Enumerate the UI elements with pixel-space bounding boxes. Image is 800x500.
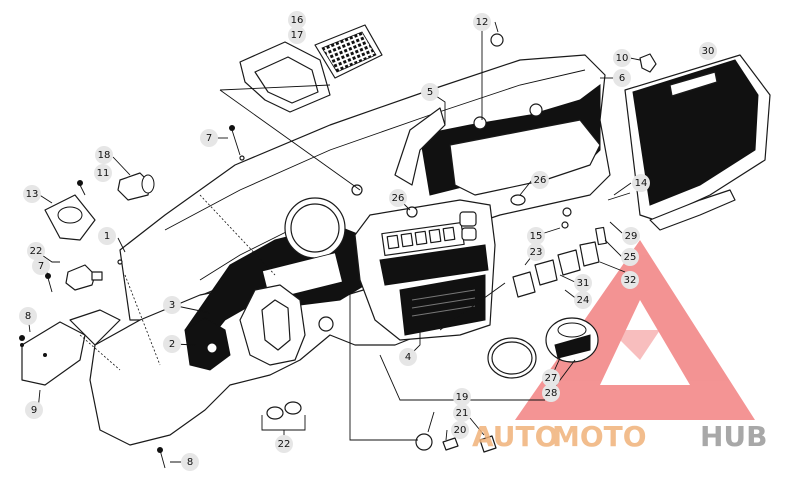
switch-bank [381, 221, 465, 257]
callout-32: 32 [621, 271, 639, 289]
gauge-28 [545, 317, 599, 363]
callout-8b: 8 [181, 453, 199, 471]
svg-text:2: 2 [169, 339, 175, 350]
svg-text:18: 18 [98, 150, 111, 161]
svg-text:32: 32 [624, 275, 637, 286]
callout-5: 5 [421, 83, 439, 101]
callout-7a: 7 [200, 129, 218, 147]
callout-21: 21 [453, 404, 471, 422]
callouts: 16 17 12 10 30 6 5 7 18 11 13 1 22 7 8 9… [19, 11, 717, 471]
watermark-text: AUTO MOTO HUB [472, 420, 768, 453]
svg-text:5: 5 [427, 87, 433, 98]
callout-19: 19 [453, 388, 471, 406]
speaker-grille [314, 24, 383, 79]
bezel-19 [415, 433, 433, 451]
console-label [399, 274, 486, 336]
svg-text:23: 23 [530, 247, 543, 258]
callout-31: 31 [574, 274, 592, 292]
callout-10: 10 [613, 49, 631, 67]
callout-18: 18 [95, 146, 113, 164]
svg-text:22: 22 [278, 439, 291, 450]
svg-text:26: 26 [392, 193, 405, 204]
callout-14: 14 [632, 174, 650, 192]
svg-text:9: 9 [31, 405, 37, 416]
svg-text:16: 16 [291, 15, 304, 26]
glovebox-tray [449, 119, 601, 196]
callout-26b: 26 [389, 189, 407, 207]
svg-text:12: 12 [476, 17, 489, 28]
clip-20 [442, 437, 459, 451]
glovebox-hinge [649, 189, 736, 231]
callout-15: 15 [527, 227, 545, 245]
callout-16: 16 [288, 11, 306, 29]
svg-text:14: 14 [635, 178, 648, 189]
callout-12: 12 [473, 13, 491, 31]
knob-21 [479, 435, 497, 453]
callout-8a: 8 [19, 307, 37, 325]
callout-20: 20 [451, 421, 469, 439]
power-outlet [117, 172, 155, 201]
callout-28: 28 [542, 384, 560, 402]
svg-text:15: 15 [530, 231, 543, 242]
callout-17: 17 [288, 26, 306, 44]
svg-text:19: 19 [456, 392, 469, 403]
svg-text:22: 22 [30, 246, 43, 257]
callout-13: 13 [23, 185, 41, 203]
switches-group [512, 226, 607, 298]
clip-10 [639, 53, 657, 73]
callout-27: 27 [542, 369, 560, 387]
svg-text:6: 6 [619, 73, 625, 84]
callout-24: 24 [574, 291, 592, 309]
glovebox-door [624, 54, 771, 221]
svg-text:HUB: HUB [700, 420, 768, 453]
svg-text:AUTO: AUTO [472, 420, 558, 453]
callout-25: 25 [621, 248, 639, 266]
svg-text:31: 31 [577, 278, 590, 289]
rocker-switch-22 [65, 264, 103, 291]
callout-7b: 7 [32, 257, 50, 275]
knob-pair [266, 401, 302, 420]
svg-text:8: 8 [187, 457, 193, 468]
bracket-9 [21, 321, 86, 386]
watermark-triangle-icon [515, 240, 755, 420]
callout-29: 29 [622, 227, 640, 245]
callout-9: 9 [25, 401, 43, 419]
svg-text:28: 28 [545, 388, 558, 399]
svg-text:10: 10 [616, 53, 629, 64]
callout-1: 1 [98, 227, 116, 245]
svg-text:26: 26 [534, 175, 547, 186]
callout-3: 3 [163, 296, 181, 314]
svg-text:21: 21 [456, 408, 469, 419]
svg-text:17: 17 [291, 30, 304, 41]
callout-2: 2 [163, 335, 181, 353]
svg-text:13: 13 [26, 189, 39, 200]
callout-22a: 22 [27, 242, 45, 260]
grommet-12 [490, 33, 504, 47]
svg-text:30: 30 [702, 46, 715, 57]
svg-text:4: 4 [405, 352, 411, 363]
svg-text:1: 1 [104, 231, 110, 242]
svg-text:MOTO: MOTO [552, 420, 647, 453]
svg-text:27: 27 [545, 373, 558, 384]
svg-text:3: 3 [169, 300, 175, 311]
svg-text:7: 7 [206, 133, 212, 144]
svg-text:24: 24 [577, 295, 590, 306]
callout-26a: 26 [531, 171, 549, 189]
svg-text:11: 11 [97, 168, 110, 179]
watermark-logo [515, 240, 755, 420]
callout-4: 4 [399, 348, 417, 366]
callout-11: 11 [94, 164, 112, 182]
svg-text:25: 25 [624, 252, 637, 263]
svg-text:20: 20 [454, 425, 467, 436]
svg-text:7: 7 [38, 261, 44, 272]
callout-30: 30 [699, 42, 717, 60]
callout-23: 23 [527, 243, 545, 261]
callout-6: 6 [613, 69, 631, 87]
callout-22b: 22 [275, 435, 293, 453]
ignition-panel [184, 317, 231, 371]
svg-text:8: 8 [25, 311, 31, 322]
svg-text:29: 29 [625, 231, 638, 242]
